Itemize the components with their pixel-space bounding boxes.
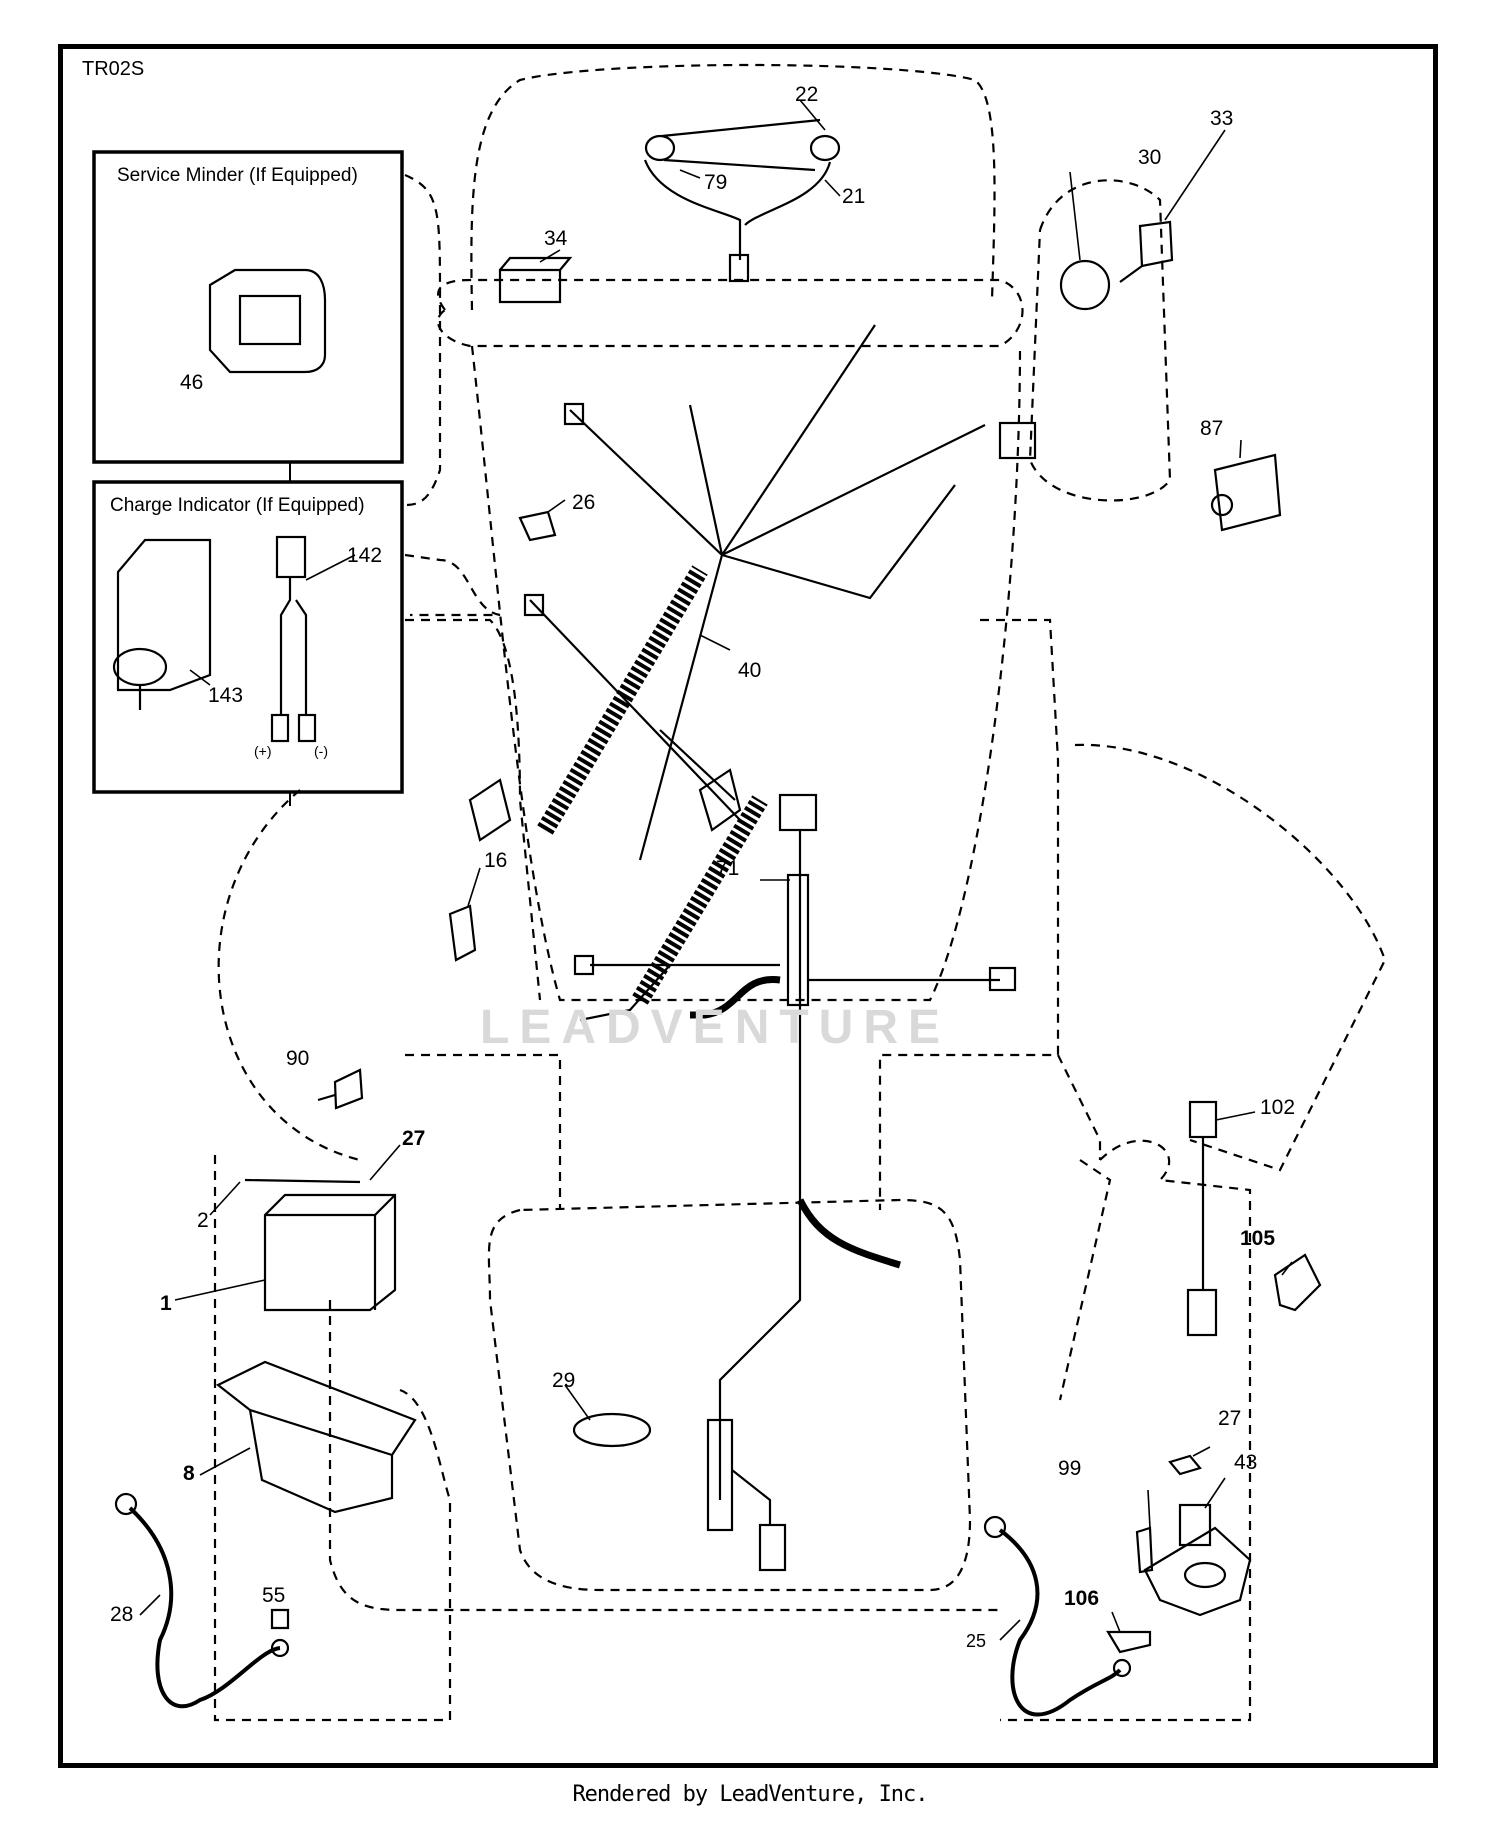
dash-outline bbox=[437, 278, 1024, 348]
callout-46[interactable]: 46 bbox=[180, 371, 204, 394]
part-16-drawing bbox=[448, 904, 477, 962]
callout-1[interactable]: 1 bbox=[160, 1292, 172, 1315]
grommet-29-drawing bbox=[572, 1412, 652, 1448]
callout-106[interactable]: 106 bbox=[1064, 1587, 1100, 1610]
part-90-drawing bbox=[317, 1068, 364, 1110]
ignition-switch-drawing bbox=[1059, 259, 1111, 311]
right-fender-outline bbox=[1074, 743, 1387, 1172]
service-minder-title: Service Minder (If Equipped) bbox=[117, 165, 358, 186]
nut-27-drawing bbox=[1168, 1454, 1202, 1476]
battery-tray-drawing bbox=[215, 1360, 417, 1514]
switch-105-drawing bbox=[1273, 1253, 1322, 1312]
cable-25-drawing bbox=[998, 1528, 1122, 1717]
part-102-drawing bbox=[1186, 1100, 1218, 1337]
service-minder-drawing bbox=[208, 268, 327, 374]
callout-102[interactable]: 102 bbox=[1260, 1096, 1296, 1119]
charge-indicator-drawing bbox=[112, 538, 212, 710]
callout-2[interactable]: 2 bbox=[197, 1209, 209, 1232]
callout-71[interactable]: 71 bbox=[716, 857, 740, 880]
headlight-harness-drawing bbox=[643, 118, 841, 283]
fuse-26-drawing bbox=[518, 510, 557, 542]
callout-105[interactable]: 105 bbox=[1240, 1227, 1276, 1250]
callout-142[interactable]: 142 bbox=[347, 544, 383, 567]
callout-87[interactable]: 87 bbox=[1200, 417, 1224, 440]
callout-33[interactable]: 33 bbox=[1210, 107, 1234, 130]
callout-29[interactable]: 29 bbox=[552, 1369, 576, 1392]
callout-90[interactable]: 90 bbox=[286, 1047, 310, 1070]
callout-22[interactable]: 22 bbox=[795, 83, 819, 106]
main-harness-40-drawing bbox=[468, 324, 1037, 1005]
cable-28-drawing bbox=[128, 1506, 281, 1709]
callout-40[interactable]: 40 bbox=[738, 659, 762, 682]
ignition-cluster-outline bbox=[1028, 179, 1172, 502]
charge-indicator-box bbox=[92, 480, 404, 794]
key-drawing bbox=[1119, 220, 1174, 283]
callout-143[interactable]: 143 bbox=[208, 684, 244, 707]
callout-34[interactable]: 34 bbox=[544, 227, 568, 250]
switch-34-drawing bbox=[498, 256, 573, 304]
callout-27-top[interactable]: 27 bbox=[402, 1127, 426, 1150]
callout-43[interactable]: 43 bbox=[1234, 1451, 1258, 1474]
battery-drawing bbox=[263, 1193, 397, 1312]
callout-25[interactable]: 25 bbox=[966, 1631, 987, 1651]
callout-28[interactable]: 28 bbox=[110, 1603, 134, 1626]
callout-16[interactable]: 16 bbox=[484, 849, 508, 872]
bolt-99-drawing bbox=[1135, 1526, 1154, 1574]
harness-142-drawing bbox=[270, 535, 317, 743]
terminal-negative: (-) bbox=[314, 743, 328, 759]
clip-106-drawing bbox=[1106, 1630, 1152, 1654]
bolt-2-drawing bbox=[244, 1178, 361, 1184]
diagram-frame bbox=[58, 44, 1438, 1768]
callout-79[interactable]: 79 bbox=[704, 171, 728, 194]
terminal-positive: (+) bbox=[254, 743, 272, 759]
front-body-outline bbox=[470, 345, 1022, 1002]
harness-71-drawing bbox=[573, 793, 1017, 1572]
lower-left-outline bbox=[213, 1155, 452, 1722]
callout-21[interactable]: 21 bbox=[842, 185, 866, 208]
diagram-id: TR02S bbox=[82, 58, 145, 80]
watermark-text: LEADVENTURE bbox=[480, 1001, 951, 1054]
screw-55-drawing bbox=[270, 1608, 290, 1630]
callout-8[interactable]: 8 bbox=[183, 1462, 195, 1485]
service-box-outline bbox=[404, 173, 442, 507]
solenoid-43-drawing bbox=[1143, 1503, 1252, 1617]
callout-30[interactable]: 30 bbox=[1138, 146, 1162, 169]
left-fender-outline bbox=[217, 789, 361, 1162]
leader-lines bbox=[139, 99, 1293, 1641]
service-minder-box bbox=[92, 150, 404, 464]
callout-26[interactable]: 26 bbox=[572, 491, 596, 514]
callout-55[interactable]: 55 bbox=[262, 1584, 286, 1607]
footer-credit: Rendered by LeadVenture, Inc. bbox=[572, 1782, 928, 1807]
center-lower-outline bbox=[487, 1198, 972, 1592]
callout-99[interactable]: 99 bbox=[1058, 1457, 1082, 1480]
relay-87-drawing bbox=[1210, 453, 1282, 532]
callout-27-right[interactable]: 27 bbox=[1218, 1407, 1242, 1430]
charge-indicator-title: Charge Indicator (If Equipped) bbox=[110, 495, 365, 516]
